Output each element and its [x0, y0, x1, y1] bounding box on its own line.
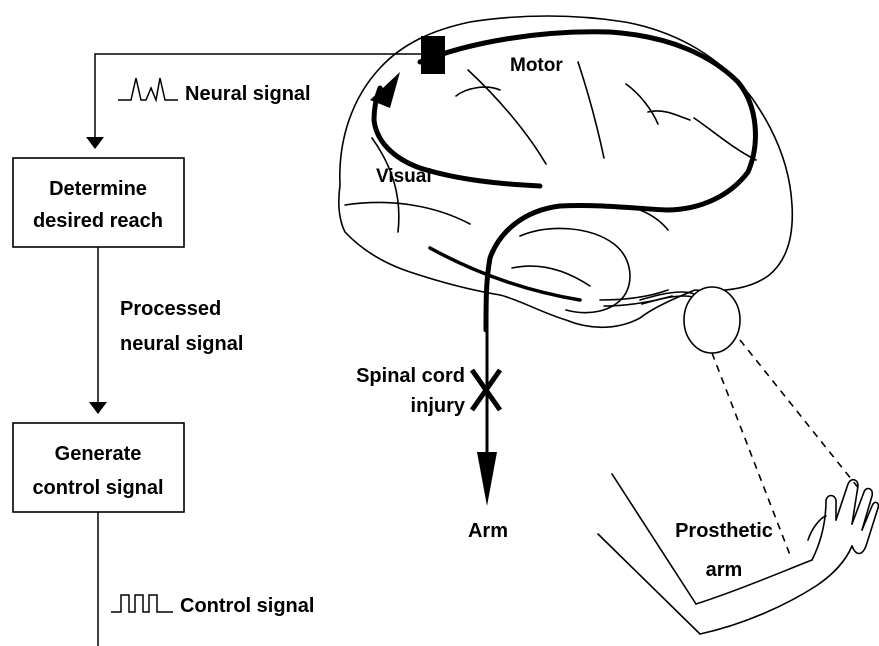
- generate-control-label-line1: Generate: [55, 443, 142, 465]
- brain-sulcus: [468, 70, 546, 164]
- brain-sulcus: [512, 266, 590, 286]
- arm-label: Arm: [468, 520, 508, 542]
- motor-label: Motor: [510, 55, 563, 76]
- spinal-cord-injury-label-line2: injury: [411, 395, 466, 417]
- prosthetic-arm-drawing: [598, 474, 878, 634]
- prosthetic-arm-label-line1: Prosthetic: [675, 520, 773, 542]
- electrode-implant-icon: [421, 36, 445, 74]
- spike-waveform-icon: [118, 78, 178, 100]
- determine-reach-box: [13, 158, 184, 247]
- signal-processor-icon: [684, 287, 740, 353]
- neural-pathway-lower: [430, 248, 580, 300]
- spinal-cord: [472, 300, 500, 506]
- brain-sulcus: [578, 62, 604, 158]
- control-signal-label: Control signal: [180, 595, 314, 617]
- spinal-cord-arrowhead: [477, 452, 497, 506]
- brain-sulcus: [626, 84, 658, 124]
- brain-sulcus: [694, 118, 756, 160]
- brain-sulcus: [640, 210, 668, 230]
- control-signal-line: [98, 512, 685, 646]
- spinal-cord-injury-label-line1: Spinal cord: [356, 365, 465, 387]
- square-pulse-waveform-icon: [111, 595, 173, 612]
- wireless-link-line: [740, 340, 860, 490]
- determine-reach-label-line1: Determine: [49, 178, 147, 200]
- brain-sulcus: [345, 202, 470, 224]
- determine-reach-label-line2: desired reach: [33, 210, 163, 232]
- generate-control-label-line2: control signal: [32, 477, 163, 499]
- prosthetic-arm-label-line2: arm: [706, 559, 743, 581]
- visual-label: Visual: [376, 166, 432, 187]
- processed-signal-label-line2: neural signal: [120, 333, 243, 355]
- neural-signal-label: Neural signal: [185, 83, 311, 105]
- processed-signal-label-line1: Processed: [120, 298, 221, 320]
